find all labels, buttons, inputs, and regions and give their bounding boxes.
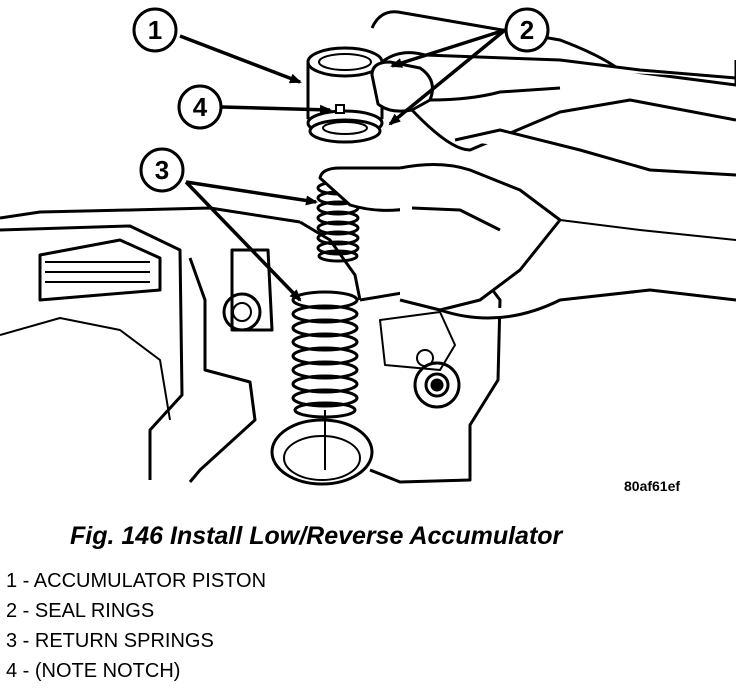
- callout-3: 3: [139, 147, 185, 193]
- callout-1: 1: [132, 7, 178, 53]
- legend-text: - ACCUMULATOR PISTON: [17, 570, 267, 592]
- legend-text: - RETURN SPRINGS: [17, 630, 214, 652]
- legend-number: 3: [6, 630, 18, 652]
- legend-number: 2: [6, 600, 18, 622]
- outer-return-spring: [291, 290, 359, 470]
- legend-number: 4: [6, 660, 18, 682]
- legend-number: 1: [6, 570, 18, 592]
- legend-text: - SEAL RINGS: [17, 600, 155, 622]
- legend: 1 - ACCUMULATOR PISTON 2 - SEAL RINGS 3 …: [6, 566, 266, 686]
- accumulator-illustration: 1 2 3 4: [0, 7, 736, 486]
- accumulator-piston: [306, 46, 384, 144]
- callout-2: 2: [504, 7, 550, 53]
- legend-item: 2 - SEAL RINGS: [6, 596, 266, 626]
- callout-4: 4: [177, 84, 223, 130]
- callout-3-label: 3: [155, 155, 169, 185]
- accumulator-bore: [270, 418, 374, 486]
- callout-2-label: 2: [520, 15, 534, 45]
- legend-item: 4 - (NOTE NOTCH): [6, 656, 266, 686]
- legend-item: 3 - RETURN SPRINGS: [6, 626, 266, 656]
- legend-text: - (NOTE NOTCH): [17, 660, 181, 682]
- legend-item: 1 - ACCUMULATOR PISTON: [6, 566, 266, 596]
- valve-body-housing: [0, 206, 502, 484]
- callout-1-label: 1: [148, 15, 162, 45]
- callout-4-label: 4: [193, 92, 208, 122]
- figure-caption: Fig. 146 Install Low/Reverse Accumulator: [70, 522, 563, 550]
- technician-hands: [318, 10, 736, 320]
- callout-arrows: [179, 28, 507, 302]
- figure-code: 80af61ef: [624, 478, 681, 494]
